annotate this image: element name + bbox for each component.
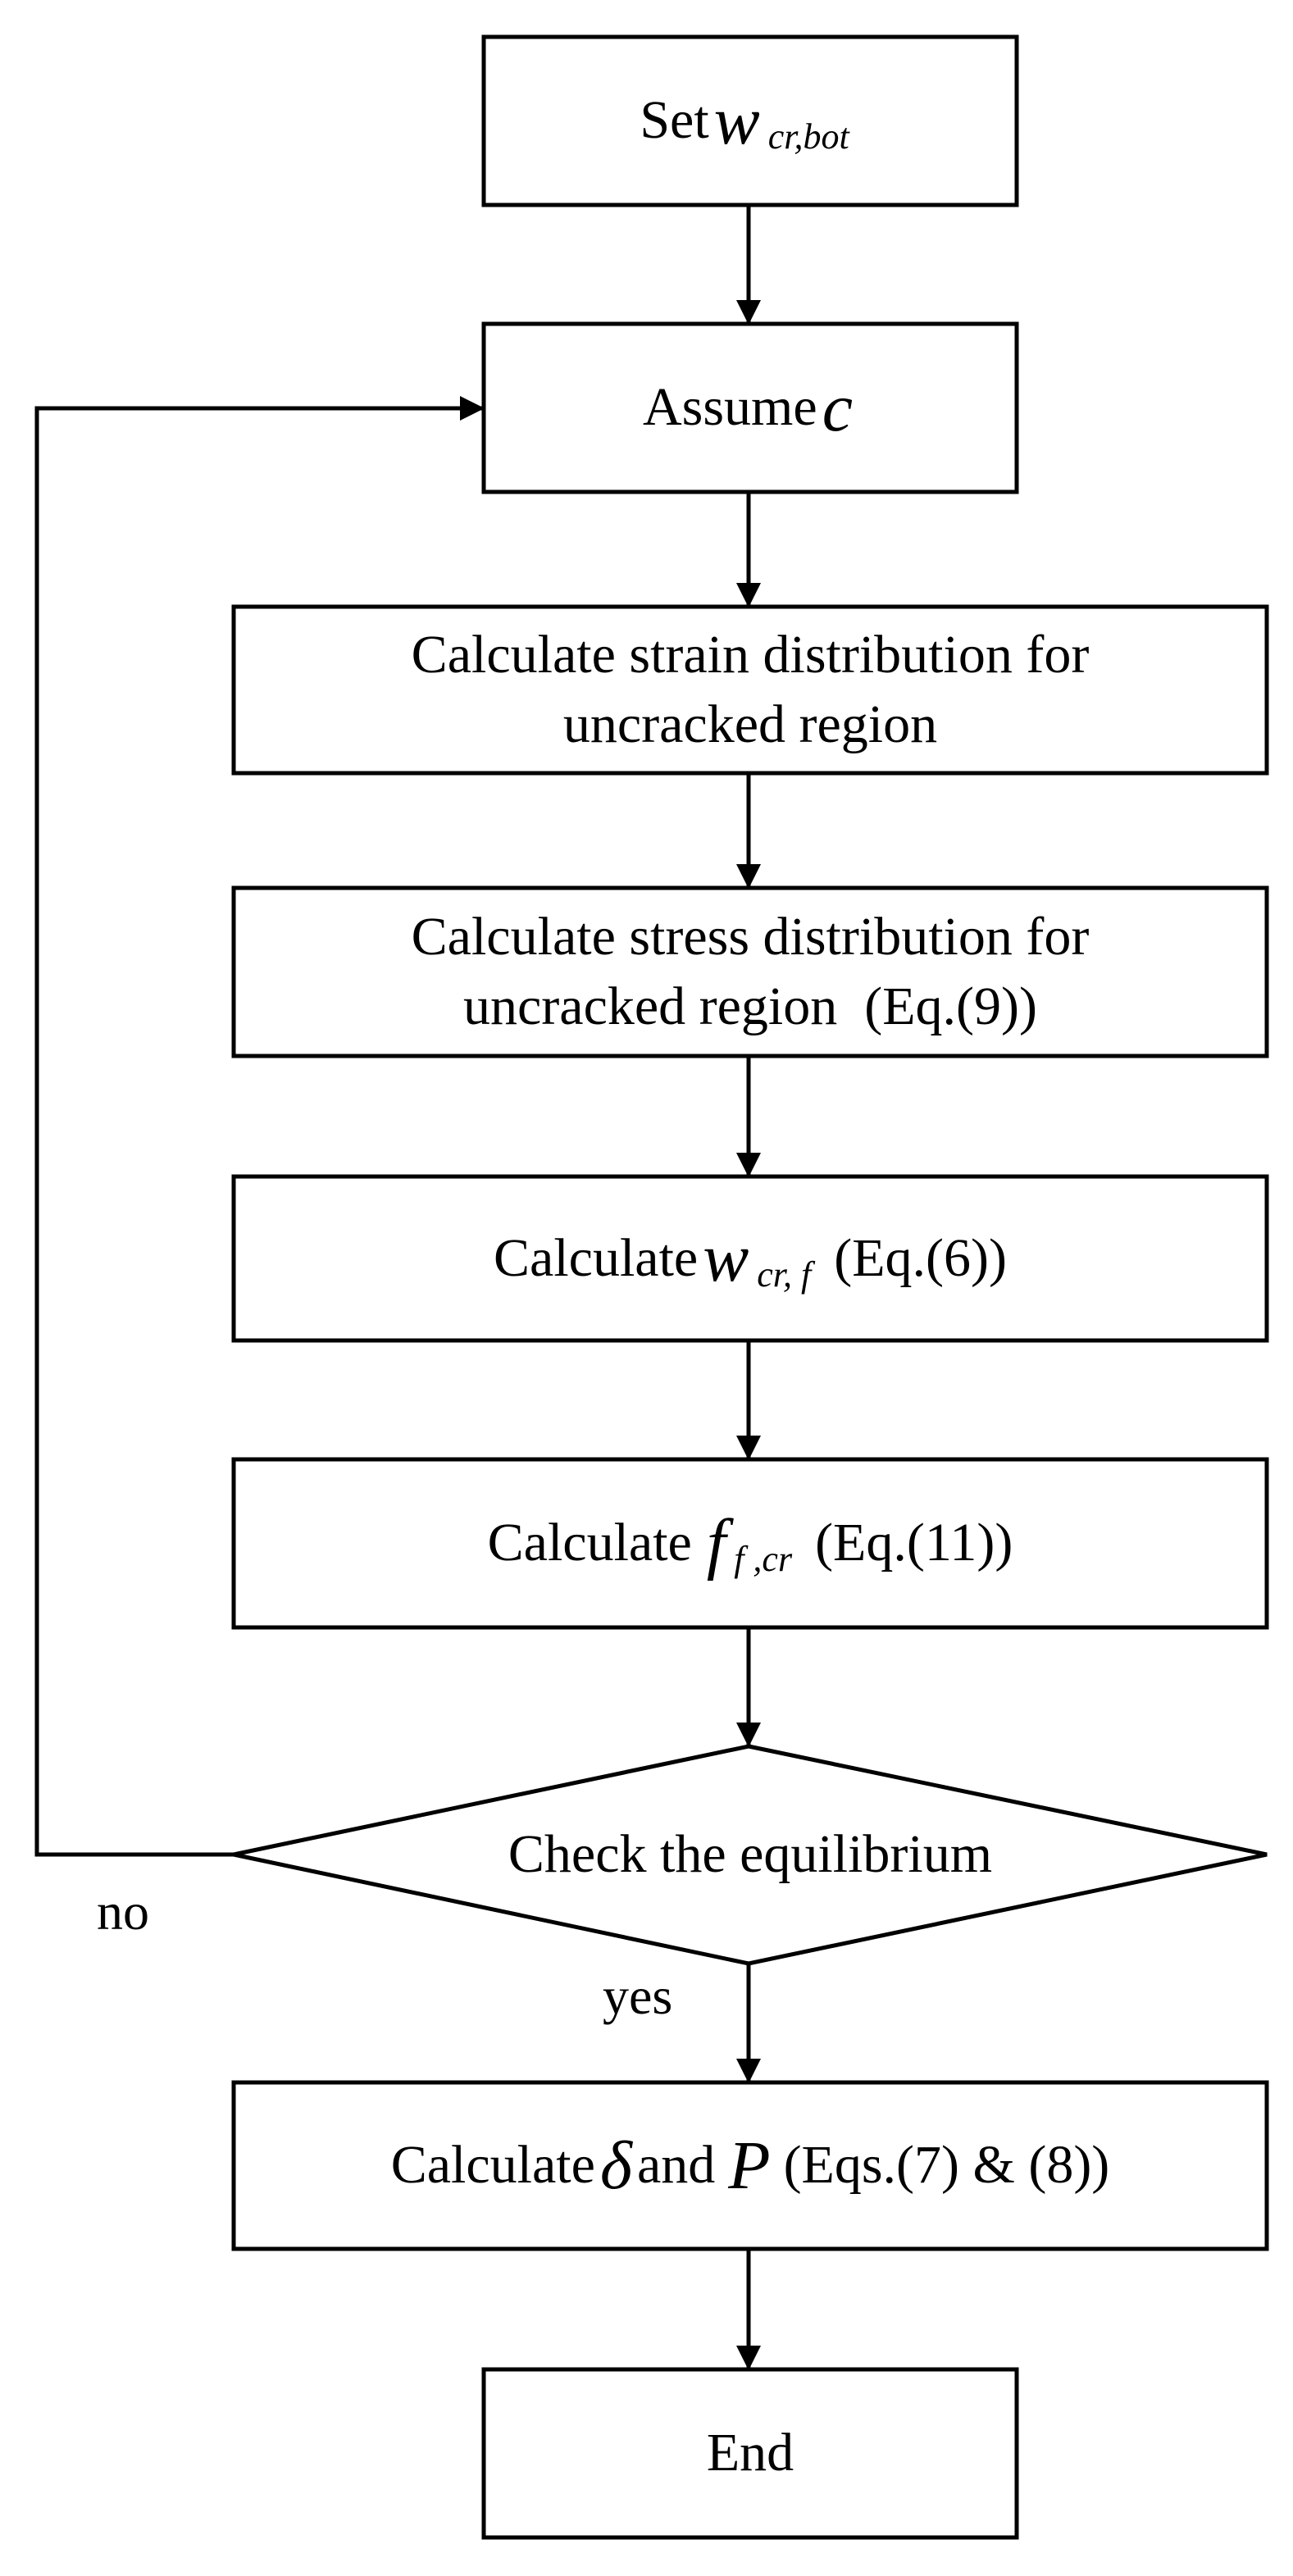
assume-var: c <box>822 369 853 446</box>
ffcr-eq: (Eq.(11)) <box>815 1513 1013 1573</box>
strain-line2: uncracked region <box>562 694 938 754</box>
delta-var1: δ <box>599 2127 632 2204</box>
wcrf-eq: (Eq.(6)) <box>834 1227 1007 1288</box>
end-text: End <box>706 2423 794 2483</box>
label-delta: Calculate δ and P (Eqs.(7) & (8)) <box>234 2082 1267 2249</box>
delta-eq: (Eqs.(7) & (8)) <box>783 2135 1110 2196</box>
delta-text: Calculate <box>390 2135 595 2196</box>
check-text: Check the equilibrium <box>508 1824 993 1885</box>
strain-line1: Calculate strain distribution for <box>411 625 1090 685</box>
set-text: Set <box>640 90 709 151</box>
label-end: End <box>484 2369 1017 2537</box>
wcrf-var: w <box>703 1220 749 1297</box>
stress-line2: uncracked region (Eq.(9)) <box>463 976 1037 1036</box>
label-set: Set w cr,bot <box>484 37 1017 205</box>
ffcr-var: f <box>706 1504 726 1582</box>
delta-and: and <box>636 2135 716 2196</box>
edge-label-no: no <box>97 1882 149 1941</box>
wcrf-text: Calculate <box>494 1227 699 1288</box>
ffcr-text: Calculate <box>487 1513 692 1573</box>
set-sub: cr,bot <box>767 116 849 157</box>
wcrf-sub: cr, f <box>757 1254 812 1295</box>
ffcr-sub: f ,cr <box>734 1539 793 1580</box>
label-assume: Assume c <box>484 324 1017 492</box>
set-var: w <box>713 82 760 159</box>
arrow-no-loop <box>34 396 485 1857</box>
delta-var2: P <box>728 2127 771 2204</box>
label-strain: Calculate strain distribution for uncrac… <box>234 607 1267 773</box>
edge-label-yes: yes <box>603 1967 673 2025</box>
stress-line1: Calculate stress distribution for <box>411 907 1090 967</box>
label-ffcr: Calculate f f ,cr (Eq.(11)) <box>234 1459 1267 1627</box>
assume-text: Assume <box>643 377 817 438</box>
label-wcrf: Calculate w cr, f (Eq.(6)) <box>234 1176 1267 1340</box>
label-stress: Calculate stress distribution for uncrac… <box>234 888 1267 1056</box>
label-check: Check the equilibrium <box>234 1746 1267 1964</box>
